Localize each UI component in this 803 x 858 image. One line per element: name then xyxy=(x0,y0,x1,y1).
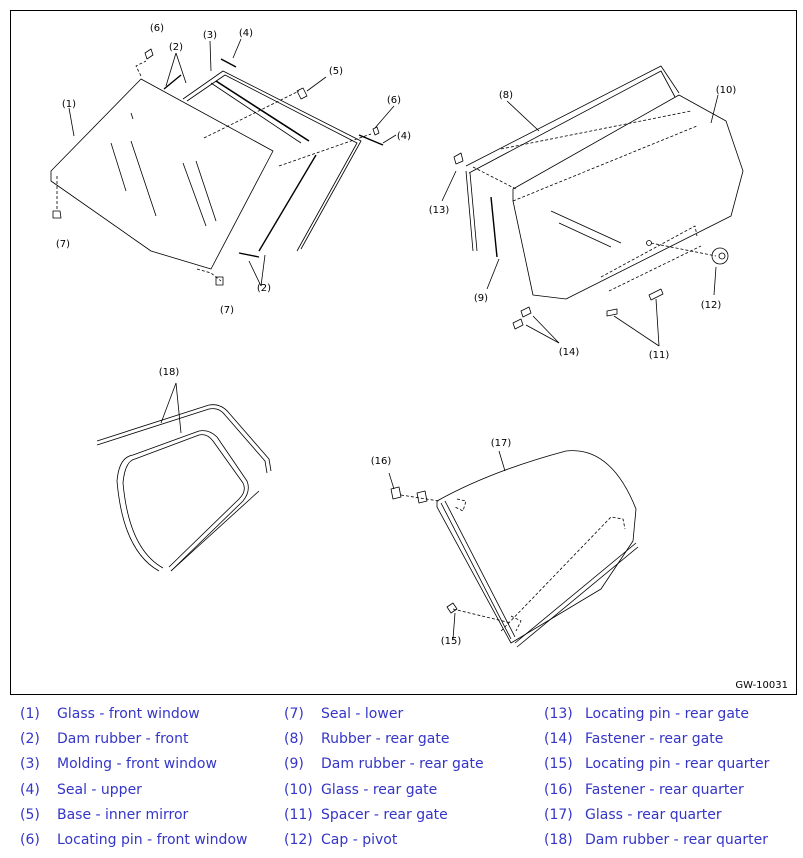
legend-item: (18) Dam rubber - rear quarter xyxy=(544,832,768,848)
legend-item: (11) Spacer - rear gate xyxy=(284,806,448,823)
legend-number: (2) xyxy=(20,731,40,748)
front-window-small-parts xyxy=(52,48,384,286)
legend-number: (7) xyxy=(284,706,304,722)
callout-7-bottom: (7) xyxy=(220,305,234,316)
callout-17: (17) xyxy=(491,438,512,449)
legend-item: (13) Locating pin - rear gate xyxy=(544,706,749,722)
legend-label: Dam rubber - rear gate xyxy=(321,756,484,773)
legend-label: Rubber - rear gate xyxy=(321,731,450,748)
rear-quarter-dam-rubber xyxy=(96,382,272,572)
legend-label: Molding - front window xyxy=(57,756,217,773)
legend-number: (4) xyxy=(20,781,40,798)
callout-2-top: (2) xyxy=(169,42,183,53)
parts-legend: (1) Glass - front window (2) Dam rubber - f… xyxy=(0,700,803,858)
legend-item: (5) Base - inner mirror xyxy=(20,806,188,823)
legend-label: Fastener - rear gate xyxy=(585,731,724,748)
legend-label: Seal - upper xyxy=(57,781,142,798)
legend-label: Locating pin - front window xyxy=(57,832,248,848)
callout-6-top: (6) xyxy=(150,23,164,34)
callout-4-top: (4) xyxy=(239,28,253,39)
legend-label: Base - inner mirror xyxy=(57,806,189,823)
legend-number: (1) xyxy=(20,706,40,722)
legend-number: (14) xyxy=(544,731,573,748)
rear-quarter-glass xyxy=(436,450,639,648)
legend-item: (1) Glass - front window xyxy=(20,706,200,722)
legend-item: (16) Fastener - rear quarter xyxy=(544,781,744,798)
diagram-drawing: (1) (2) (2) (3) (4) (4) (5) (6) (6) (7) … xyxy=(50,23,744,648)
legend-number: (12) xyxy=(284,832,313,848)
figure-id: GW-10031 xyxy=(735,680,788,691)
legend-item: (9) Dam rubber - rear gate xyxy=(284,756,484,773)
legend-label: Dam rubber - front xyxy=(57,731,189,748)
callout-4-right: (4) xyxy=(397,131,411,142)
legend-item: (3) Molding - front window xyxy=(20,756,217,773)
legend-number: (13) xyxy=(544,706,573,722)
callout-8: (8) xyxy=(499,90,513,101)
callout-11: (11) xyxy=(649,350,670,361)
legend-label: Glass - front window xyxy=(57,706,200,722)
legend-item: (8) Rubber - rear gate xyxy=(284,731,449,748)
legend-number: (11) xyxy=(284,806,313,823)
callout-labels: (1) (2) (2) (3) (4) (4) (5) (6) (6) (7) … xyxy=(56,23,736,647)
legend-item: (2) Dam rubber - front xyxy=(20,731,188,748)
legend-label: Glass - rear quarter xyxy=(585,806,722,823)
legend-item: (12) Cap - pivot xyxy=(284,832,397,848)
rear-quarter-leaders xyxy=(400,494,626,632)
legend-number: (8) xyxy=(284,731,304,748)
callout-14: (14) xyxy=(559,347,580,358)
legend-item: (6) Locating pin - front window xyxy=(20,832,247,848)
legend-label: Locating pin - rear gate xyxy=(585,706,750,722)
legend-label: Cap - pivot xyxy=(321,832,398,848)
callout-1: (1) xyxy=(62,99,76,110)
callout-9: (9) xyxy=(474,293,488,304)
front-window-molding xyxy=(182,70,362,252)
rear-gate-dam-rubber xyxy=(490,196,498,258)
callout-10: (10) xyxy=(716,85,737,96)
front-window-leaders xyxy=(56,60,372,282)
callout-6-right: (6) xyxy=(387,95,401,106)
legend-label: Locating pin - rear quarter xyxy=(585,756,770,773)
front-window-callout-lines xyxy=(68,38,397,287)
legend-label: Fastener - rear quarter xyxy=(585,781,744,798)
callout-12: (12) xyxy=(701,300,722,311)
callout-7-left: (7) xyxy=(56,239,70,250)
callout-2-bottom: (2) xyxy=(257,283,271,294)
legend-number: (16) xyxy=(544,781,573,798)
legend-label: Glass - rear gate xyxy=(321,781,438,798)
callout-18: (18) xyxy=(159,367,180,378)
rear-gate-small-parts xyxy=(453,152,729,330)
legend-number: (3) xyxy=(20,756,40,773)
rear-gate-leaders xyxy=(472,110,717,292)
legend-item: (15) Locating pin - rear quarter xyxy=(544,756,769,773)
rear-gate-glass xyxy=(512,94,744,300)
dam-rubber-front xyxy=(163,74,317,258)
legend-number: (18) xyxy=(544,832,573,848)
callout-13: (13) xyxy=(429,205,450,216)
legend-number: (5) xyxy=(20,806,40,823)
callout-16: (16) xyxy=(371,456,392,467)
legend-number: (10) xyxy=(284,781,313,798)
legend-item: (14) Fastener - rear gate xyxy=(544,731,723,748)
legend-label: Seal - lower xyxy=(321,706,404,722)
legend-item: (17) Glass - rear quarter xyxy=(544,806,722,823)
legend-number: (9) xyxy=(284,756,304,773)
callout-5: (5) xyxy=(329,66,343,77)
callout-15: (15) xyxy=(441,636,462,647)
rear-quarter-small-parts xyxy=(388,472,458,640)
legend-item: (4) Seal - upper xyxy=(20,781,142,798)
front-window-glass xyxy=(50,78,274,270)
legend-label: Dam rubber - rear quarter xyxy=(585,832,768,848)
legend-label: Spacer - rear gate xyxy=(321,806,448,823)
rear-gate-rubber xyxy=(465,65,680,252)
legend-item: (10) Glass - rear gate xyxy=(284,781,437,798)
exploded-parts-diagram: (1) (2) (2) (3) (4) (4) (5) (6) (6) (7) … xyxy=(10,10,797,695)
legend-item: (7) Seal - lower xyxy=(284,706,403,722)
callout-3: (3) xyxy=(203,30,217,41)
legend-number: (15) xyxy=(544,756,573,773)
rear-gate-callout-lines xyxy=(441,94,719,347)
legend-number: (17) xyxy=(544,806,573,823)
legend-number: (6) xyxy=(20,832,40,848)
